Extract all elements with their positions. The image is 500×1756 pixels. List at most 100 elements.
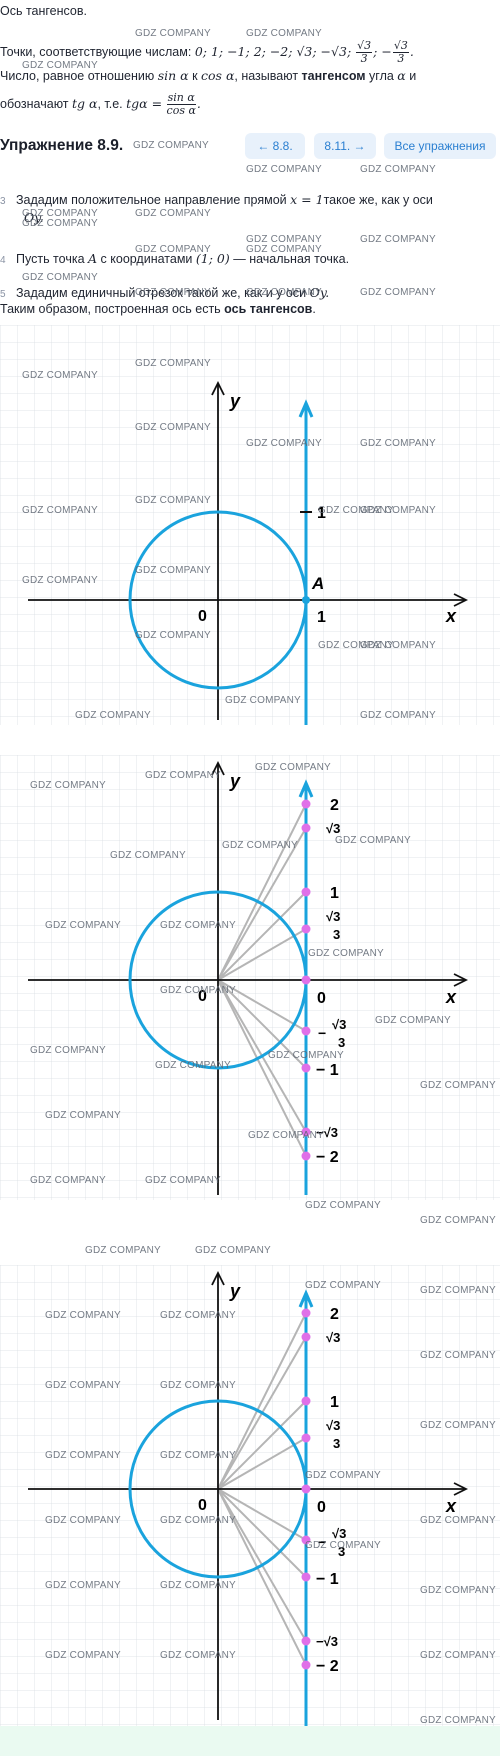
svg-text:−√3: −√3 [316,1634,338,1649]
watermark-text: GDZ COMPANY [135,565,211,576]
watermark-text: GDZ COMPANY [246,244,322,255]
watermark-text: GDZ COMPANY [360,505,436,516]
figure-tangent-points-2: y x 0 0 2 √3 1 √3 3 − √3 3 − 1 −√3 − 2 [0,1265,500,1726]
svg-text:√3: √3 [326,1330,340,1345]
watermark-text: GDZ COMPANY [22,208,98,219]
y-axis-label: y [229,391,241,411]
svg-text:2: 2 [330,797,339,814]
watermark-text: GDZ COMPANY [45,1450,121,1461]
watermark-text: GDZ COMPANY [22,505,98,516]
watermark-text: GDZ COMPANY [360,640,436,651]
point-a [302,596,310,604]
watermark-text: GDZ COMPANY [420,1350,496,1361]
watermark-text: GDZ COMPANY [246,438,322,449]
svg-text:3: 3 [338,1035,345,1050]
watermark-text: GDZ COMPANY [22,218,98,229]
watermark-text: GDZ COMPANY [160,1450,236,1461]
watermark-text: GDZ COMPANY [45,1380,121,1391]
watermark-text: GDZ COMPANY [308,948,384,959]
svg-text:x: x [445,1496,457,1516]
bottom-band [0,1726,500,1756]
points-label: Точки, соответствующие числам: [0,44,192,59]
intro-line-2: Точки, соответствующие числам: 0; 1; −1;… [0,39,414,65]
figure-tangent-axis: y x 0 1 1 A [0,325,500,725]
watermark-text: GDZ COMPANY [268,1050,344,1061]
next-exercise-button[interactable]: 8.11. → [314,133,376,159]
watermark-text: GDZ COMPANY [375,1015,451,1026]
watermark-text: GDZ COMPANY [45,1310,121,1321]
watermark-text: GDZ COMPANY [255,762,331,773]
watermark-text: GDZ COMPANY [135,630,211,641]
one-x-label: 1 [317,609,326,626]
svg-text:−: − [318,1534,326,1550]
watermark-text: GDZ COMPANY [305,1540,381,1551]
points-values: 0; 1; −1; 2; −2; √3; −√3; [194,43,356,59]
watermark-text: GDZ COMPANY [135,422,211,433]
prev-exercise-button[interactable]: ← 8.8. [245,133,305,159]
watermark-text: GDZ COMPANY [22,272,98,283]
watermark-text: GDZ COMPANY [85,1245,161,1256]
watermark-text: GDZ COMPANY [360,234,436,245]
watermark-text: GDZ COMPANY [420,1515,496,1526]
conclusion: Таким образом, построенная ось есть ось … [0,302,316,316]
svg-text:0: 0 [317,1499,326,1516]
svg-text:3: 3 [338,1544,345,1559]
watermark-text: GDZ COMPANY [360,438,436,449]
y-axis-arrow [211,380,225,396]
svg-text:√3: √3 [326,821,340,836]
watermark-text: GDZ COMPANY [420,1650,496,1661]
watermark-text: GDZ COMPANY [145,1175,221,1186]
exercise-header: Упражнение 8.9. ← 8.8. 8.11. → Все упраж… [0,131,500,161]
watermark-text: GDZ COMPANY [75,710,151,721]
watermark-text: GDZ COMPANY [305,1470,381,1481]
svg-text:− 1: − 1 [316,1571,339,1588]
watermark-text: GDZ COMPANY [305,1280,381,1291]
all-exercises-button[interactable]: Все упражнения [384,133,496,159]
watermark-text: GDZ COMPANY [225,695,301,706]
watermark-text: GDZ COMPANY [45,1650,121,1661]
svg-text:−√3: −√3 [316,1125,338,1140]
step-3-cont: Oy. [24,210,44,225]
svg-text:√3: √3 [326,1418,340,1433]
svg-text:0: 0 [198,988,207,1005]
svg-text:√3: √3 [326,909,340,924]
svg-text:3: 3 [333,927,340,942]
svg-text:0: 0 [198,1497,207,1514]
one-y-label: 1 [317,505,326,522]
watermark-text: GDZ COMPANY [135,358,211,369]
watermark-text: GDZ COMPANY [360,164,436,175]
watermark-text: GDZ COMPANY [135,287,211,298]
watermark-text: GDZ COMPANY [135,244,211,255]
watermark-text: GDZ COMPANY [246,164,322,175]
svg-text:√3: √3 [332,1017,346,1032]
watermark-text: GDZ COMPANY [420,1080,496,1091]
intro-line-3: Число, равное отношению sin α к cos α, н… [0,68,417,83]
watermark-text: GDZ COMPANY [420,1585,496,1596]
svg-text:−: − [318,1025,326,1041]
svg-text:− 2: − 2 [316,1149,339,1166]
svg-text:− 2: − 2 [316,1658,339,1675]
svg-text:0: 0 [317,990,326,1007]
watermark-text: GDZ COMPANY [318,505,394,516]
watermark-text: GDZ COMPANY [110,850,186,861]
svg-text:1: 1 [330,885,339,902]
term-tangent-axis: ось тангенсов [224,302,313,316]
watermark-text: GDZ COMPANY [420,1215,496,1226]
watermark-text: GDZ COMPANY [135,208,211,219]
watermark-text: GDZ COMPANY [246,287,322,298]
svg-text:y: y [229,771,241,791]
watermark-text: GDZ COMPANY [305,1200,381,1211]
watermark-text: GDZ COMPANY [22,575,98,586]
tangent-axis-arrow [298,399,314,418]
watermark-text: GDZ COMPANY [160,1380,236,1391]
origin-label: 0 [198,608,207,625]
x-axis-arrow [453,593,469,607]
watermark-text: GDZ COMPANY [222,840,298,851]
watermark-text: GDZ COMPANY [318,640,394,651]
watermark-text: GDZ COMPANY [360,287,436,298]
